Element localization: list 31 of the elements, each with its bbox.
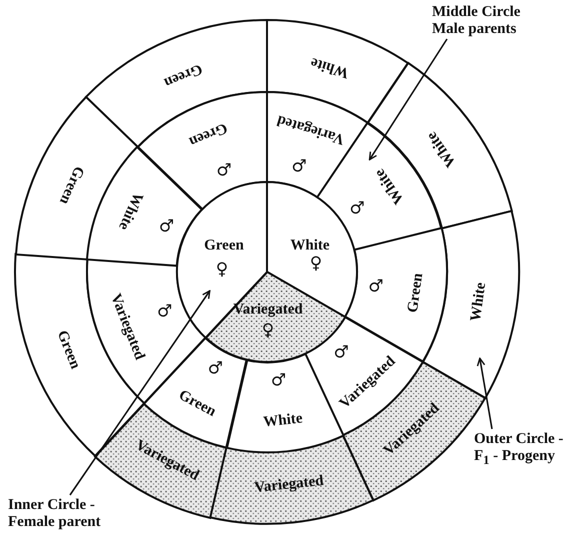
callout-label: Inner Circle - Female parent — [8, 497, 138, 530]
male-symbol: ♂ — [349, 200, 365, 218]
phenotype-label: White — [308, 54, 350, 80]
leader-arrow — [476, 358, 493, 430]
callout-label: Middle Circle Male parents — [432, 4, 544, 37]
male-symbol: ♂ — [208, 360, 223, 378]
leader-arrow — [368, 38, 448, 160]
phenotype-label: Green — [176, 388, 218, 420]
phenotype-label: White — [468, 281, 490, 322]
phenotype-label: Green — [54, 329, 82, 372]
callout-label: Outer Circle - F$_{1}$ - Progeny — [474, 431, 576, 468]
male-symbol: ♂ — [292, 158, 307, 176]
phenotype-label: Variegated — [233, 302, 303, 318]
phenotype-label: Green — [405, 272, 426, 314]
phenotype-label: Green — [162, 60, 205, 90]
phenotype-label: White — [290, 238, 330, 254]
male-symbol: ♂ — [216, 162, 232, 180]
female-symbol: ♀ — [262, 322, 274, 340]
leader-arrow — [69, 290, 210, 496]
male-symbol: ♂ — [368, 278, 384, 296]
phenotype-label: Green — [56, 164, 86, 206]
female-symbol: ♀ — [310, 256, 322, 272]
male-symbol: ♂ — [157, 304, 172, 321]
male-symbol: ♂ — [270, 372, 286, 390]
female-symbol: ♀ — [216, 262, 228, 278]
phenotype-label: White — [115, 190, 145, 232]
phenotype-label: Variegated — [254, 474, 325, 496]
phenotype-label: Green — [187, 119, 230, 149]
male-symbol: ♂ — [158, 218, 174, 236]
phenotype-label: White — [262, 412, 303, 431]
phenotype-label: Green — [204, 238, 244, 254]
